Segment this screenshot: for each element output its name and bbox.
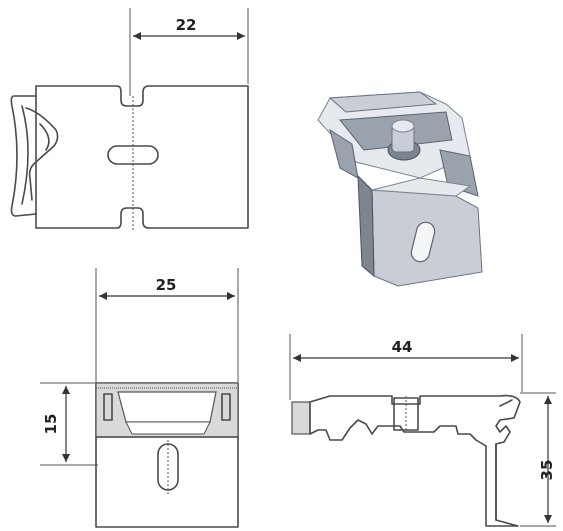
clip-hook-outer	[10, 95, 37, 217]
arrowhead	[99, 292, 107, 300]
clip-hook-inner	[25, 107, 59, 201]
side-view-tip-detail	[499, 399, 513, 407]
top-view: 22	[10, 8, 249, 230]
arrowhead	[227, 292, 235, 300]
front-view-slot	[157, 443, 179, 491]
arrowhead	[62, 386, 70, 394]
clip-hook-detail	[39, 123, 50, 151]
side-view-profile	[309, 394, 521, 527]
dimension-label-35: 35	[538, 460, 556, 481]
arrowhead	[237, 32, 245, 40]
side-view-left-block	[291, 401, 311, 435]
photo-vertical-edge	[357, 174, 375, 278]
clip-hook-edge	[21, 105, 29, 205]
product-photo	[317, 91, 483, 287]
dimension-label-22: 22	[176, 16, 197, 34]
front-view-clip-window	[117, 391, 217, 423]
arrowhead	[293, 354, 301, 362]
photo-top-lip	[328, 91, 438, 113]
dimension-label-15: 15	[42, 414, 60, 435]
photo-bend	[371, 177, 472, 197]
arrowhead	[544, 396, 552, 404]
arrowhead	[133, 32, 141, 40]
dimension-label-44: 44	[392, 338, 413, 356]
front-view-right-rib	[221, 393, 231, 421]
photo-screw-head	[391, 119, 415, 133]
front-view-left-rib	[103, 393, 113, 421]
arrowhead	[511, 354, 519, 362]
dimension-label-25: 25	[156, 276, 177, 294]
side-view: 44 35	[289, 334, 556, 527]
arrowhead	[62, 454, 70, 462]
front-view: 25 15	[40, 268, 239, 528]
front-view-seat	[125, 421, 211, 435]
photo-plate-slot	[410, 221, 436, 263]
top-view-outline	[35, 85, 249, 229]
arrowhead	[544, 515, 552, 523]
